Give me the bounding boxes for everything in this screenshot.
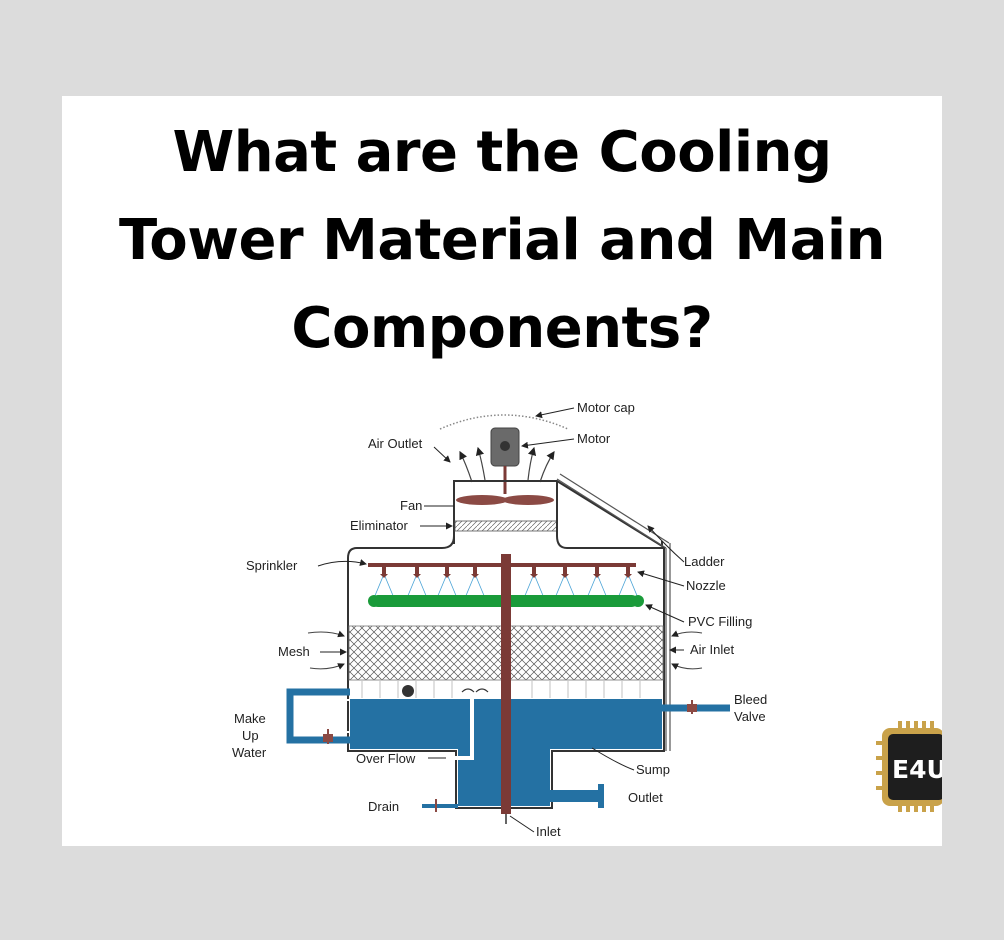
label-sprinkler: Sprinkler <box>246 558 298 573</box>
label-outlet: Outlet <box>628 790 663 805</box>
air-inlet-arrows <box>307 630 703 670</box>
overflow-pipe <box>448 696 474 760</box>
label-motor-cap: Motor cap <box>577 400 635 415</box>
label-pvc-filling: PVC Filling <box>688 614 752 629</box>
float-ball <box>402 685 414 697</box>
motor-cap-arc <box>439 414 569 430</box>
air-outlet-arrows <box>459 446 555 483</box>
e4u-logo: E4U <box>876 721 942 812</box>
bleed-valve <box>687 700 697 714</box>
label-sump: Sump <box>636 762 670 777</box>
falling-water-lines <box>361 681 641 698</box>
label-eliminator: Eliminator <box>350 518 408 533</box>
overflow-indicator <box>461 688 489 693</box>
label-fan: Fan <box>400 498 422 513</box>
tower-body-outline <box>347 481 665 809</box>
title-line-2: Tower Material and Main <box>119 208 885 273</box>
label-bleed-valve-2: Valve <box>734 709 766 724</box>
make-up-valve <box>323 729 333 744</box>
label-make-up-3: Water <box>232 745 267 760</box>
label-air-outlet: Air Outlet <box>368 436 423 451</box>
spray-lines <box>373 573 639 599</box>
nozzles <box>380 565 632 578</box>
label-make-up-1: Make <box>234 711 266 726</box>
title-line-1: What are the Cooling <box>172 120 832 185</box>
label-motor: Motor <box>577 431 611 446</box>
fan-blades <box>456 495 554 505</box>
make-up-water-pipe <box>286 688 350 744</box>
title-line-3: Components? <box>291 296 713 361</box>
drain-pipe <box>422 799 458 812</box>
cooling-tower-diagram: Motor cap Motor Air Outlet Fan Eliminato… <box>232 400 942 839</box>
label-make-up-2: Up <box>242 728 259 743</box>
label-ladder: Ladder <box>684 554 725 569</box>
label-bleed-valve-1: Bleed <box>734 692 767 707</box>
label-inlet: Inlet <box>536 824 561 839</box>
pvc-filling <box>368 595 644 607</box>
make-up-water-pipe-inner <box>299 699 350 733</box>
logo-text: E4U <box>892 755 942 784</box>
motor-shaft-dot <box>500 441 510 451</box>
label-nozzle: Nozzle <box>686 578 726 593</box>
eliminator <box>454 520 558 532</box>
central-riser-pipe <box>501 554 511 814</box>
label-drain: Drain <box>368 799 399 814</box>
label-mesh: Mesh <box>278 644 310 659</box>
leader-lines <box>317 407 685 833</box>
label-over-flow: Over Flow <box>356 751 416 766</box>
outlet-pipe <box>550 784 604 808</box>
label-air-inlet: Air Inlet <box>690 642 734 657</box>
